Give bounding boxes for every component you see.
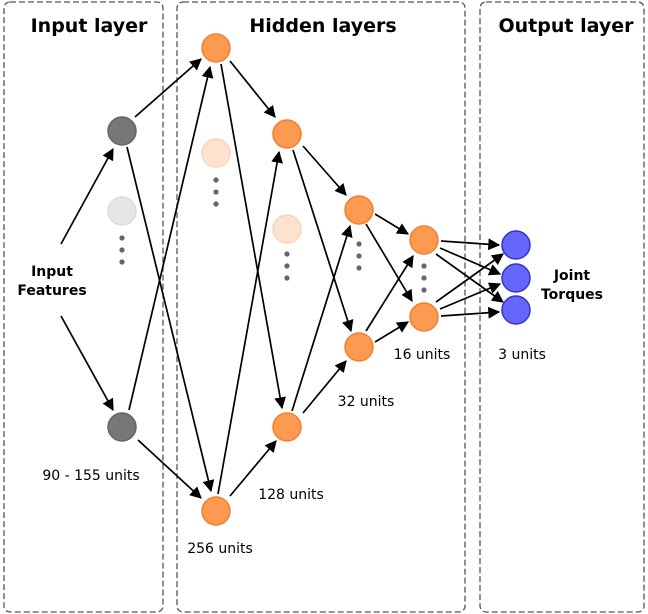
joint-torques-label-line2: Torques	[541, 287, 603, 303]
input-layer-title: Input layer	[31, 15, 148, 37]
hidden-node-faded	[272, 214, 302, 244]
hidden-node	[409, 225, 439, 255]
hidden-layer-128	[272, 119, 302, 442]
edge	[365, 223, 413, 303]
output-layer-title: Output layer	[499, 15, 635, 37]
edge	[217, 150, 283, 495]
hidden-layers-box	[176, 1, 466, 613]
edge	[137, 439, 202, 499]
input-features-label-line1: Input	[31, 264, 73, 280]
edges	[60, 58, 504, 499]
edge	[229, 60, 276, 118]
edge	[439, 282, 502, 310]
input-features-label-line2: Features	[17, 283, 86, 299]
edge	[128, 65, 214, 411]
ellipsis-dot	[421, 287, 427, 293]
hidden-layer-16	[409, 225, 439, 332]
edge	[374, 321, 410, 343]
edge	[440, 306, 501, 319]
output-units-label: 3 units	[498, 347, 546, 363]
edge-features-to-in-top	[60, 147, 114, 245]
edge	[435, 253, 504, 303]
ellipsis-dot	[284, 251, 290, 257]
edge	[291, 224, 353, 412]
hidden-node	[344, 332, 374, 362]
ellipsis-dot	[356, 241, 362, 247]
ellipsis-dot	[213, 201, 219, 207]
hidden-layer-32	[344, 195, 374, 362]
hidden-layer-256	[201, 33, 231, 526]
edge	[302, 145, 347, 196]
edge	[439, 247, 502, 276]
joint-torques-label-line1: Joint	[553, 268, 591, 284]
edge	[134, 58, 202, 118]
edge	[229, 440, 277, 497]
ellipsis-dot	[119, 259, 125, 265]
h16-units-label: 16 units	[394, 347, 451, 363]
edge	[374, 213, 410, 235]
ellipsis-dot	[213, 177, 219, 183]
hidden-node	[409, 302, 439, 332]
ellipsis-dot	[284, 275, 290, 281]
output-node	[501, 230, 531, 260]
hidden-node	[344, 195, 374, 225]
edge	[220, 63, 286, 410]
input-layer-nodes	[107, 116, 137, 442]
input-node-faded	[107, 196, 137, 226]
ellipsis-dot	[421, 263, 427, 269]
output-layer-nodes	[501, 230, 531, 325]
ellipsis-dot	[356, 265, 362, 271]
ellipsis-dot	[119, 235, 125, 241]
input-node	[107, 412, 137, 442]
output-node	[501, 295, 531, 325]
output-node	[501, 263, 531, 293]
input-layer-box	[3, 1, 164, 613]
ellipsis-dot	[421, 275, 427, 281]
ellipsis-dot	[119, 247, 125, 253]
h256-units-label: 256 units	[187, 541, 253, 557]
edge	[292, 149, 354, 333]
h128-units-label: 128 units	[258, 487, 324, 503]
hidden-node	[272, 119, 302, 149]
edge-features-to-in-bottom	[60, 315, 114, 412]
ellipsis-dot	[284, 263, 290, 269]
hidden-node	[201, 33, 231, 63]
hidden-layers-title: Hidden layers	[249, 15, 396, 37]
input-units-label: 90 - 155 units	[42, 468, 139, 484]
hidden-node	[272, 412, 302, 442]
output-layer-box	[479, 1, 645, 613]
edge	[302, 360, 347, 414]
hidden-node-faded	[201, 138, 231, 168]
edge	[126, 146, 215, 493]
ellipsis-dot	[213, 189, 219, 195]
input-node	[107, 116, 137, 146]
h32-units-label: 32 units	[338, 394, 395, 410]
edge	[365, 254, 414, 332]
hidden-node	[201, 496, 231, 526]
edge	[440, 238, 501, 251]
ellipsis-dot	[356, 253, 362, 259]
